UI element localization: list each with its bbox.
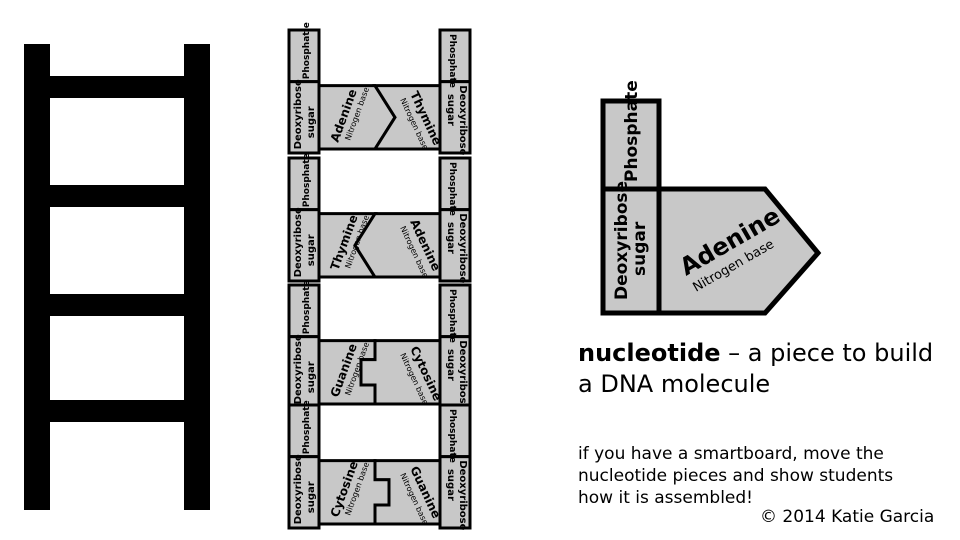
phosphate-label: Phosphate [302, 153, 312, 207]
sugar-label: Deoxyribose [293, 454, 304, 524]
phosphate-label: Phosphate [447, 289, 457, 343]
phosphate-label: Phosphat e [302, 22, 312, 79]
sugar-label: Deoxyribose [457, 213, 468, 283]
nucleotide-definition: nucleotide – a piece to build a DNA mole… [578, 338, 938, 400]
sugar-label: Deoxyribose [293, 334, 304, 404]
sugar-block [600, 186, 662, 316]
sugar-label: Deoxyribose [293, 207, 304, 277]
adenine-base-block [656, 186, 822, 316]
sugar-label: sugar [306, 361, 317, 393]
phosphate-label: Phosphate [447, 409, 457, 463]
definition-term: nucleotide [578, 339, 721, 367]
sugar-label: sugar [306, 234, 317, 266]
nucleotide-phosphate-label: Phosphate [622, 80, 642, 182]
phosphate-block [600, 98, 662, 192]
sugar-label: sugar [306, 106, 317, 138]
definition-text: – a piece to build a DNA molecule [578, 339, 934, 398]
sugar-label: sugar [445, 349, 456, 381]
sugar-label: sugar [445, 222, 456, 254]
phosphate-label: Phosphate [447, 162, 457, 216]
nucleotide-sugar-label-1: Deoxyribose [612, 181, 632, 300]
copyright-credit: © 2014 Katie Garcia [760, 507, 935, 527]
sugar-label: Deoxyribose [457, 460, 468, 530]
sugar-label: Deoxyribose [457, 340, 468, 410]
sugar-label: sugar [306, 481, 317, 513]
phosphate-label: Phosphate [447, 34, 457, 88]
sugar-label: sugar [445, 469, 456, 501]
nucleotide-sugar-label-2: sugar [630, 221, 650, 276]
phosphate-label: Phosphate [302, 400, 312, 454]
smartboard-note: if you have a smartboard, move the nucle… [578, 444, 894, 508]
sugar-label: Deoxyribose [293, 79, 304, 149]
sugar-label: Deoxyribose [457, 85, 468, 155]
phosphate-label: Phosphate [302, 280, 312, 334]
sugar-label: sugar [445, 94, 456, 126]
